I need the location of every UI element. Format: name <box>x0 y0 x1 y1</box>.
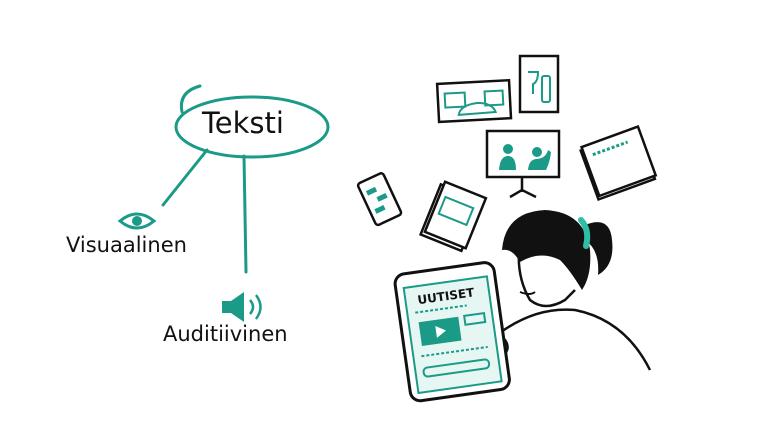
ellipse-overstroke <box>179 84 202 114</box>
play-icon[interactable] <box>435 325 447 338</box>
auditory-label: Auditiivinen <box>163 322 288 346</box>
branch-line-audio <box>242 154 248 274</box>
branch-line-visual <box>161 148 209 207</box>
audio-player[interactable] <box>422 358 491 378</box>
phone <box>356 172 403 227</box>
newspaper-stack <box>579 124 658 202</box>
mind-map <box>161 84 330 274</box>
car-ad-card <box>435 78 513 124</box>
tv-screen <box>485 129 561 199</box>
center-ellipse <box>174 95 330 159</box>
eye-icon <box>117 212 157 230</box>
person <box>469 210 652 371</box>
center-label: Teksti <box>202 106 284 140</box>
magazine <box>418 180 488 253</box>
speaker-icon <box>222 292 262 322</box>
visual-label: Visuaalinen <box>66 233 187 257</box>
tablet: UUTISET <box>393 261 511 403</box>
wine-ad-card <box>518 54 560 114</box>
